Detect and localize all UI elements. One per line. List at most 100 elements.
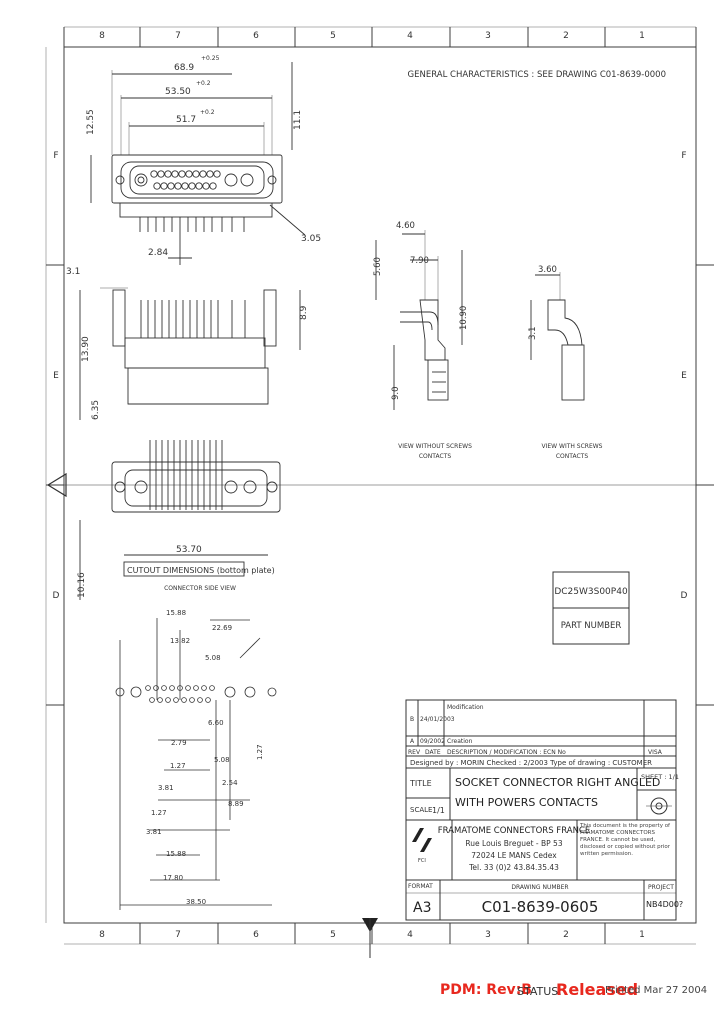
svg-text:8.9: 8.9 (299, 305, 309, 320)
svg-text:15.88: 15.88 (166, 609, 186, 617)
svg-text:Modification: Modification (447, 704, 484, 711)
address-line2: 72024 LE MANS Cedex (471, 851, 557, 860)
dim-width2: 53.70 (176, 545, 202, 555)
dim-height: 13.90 (81, 336, 91, 362)
svg-text:3.81: 3.81 (158, 784, 174, 792)
part-number-box (552, 571, 630, 645)
dim-side-c: 3.60 (538, 265, 557, 275)
svg-text:24/01/2003: 24/01/2003 (420, 716, 455, 723)
svg-text:2.54: 2.54 (222, 779, 238, 787)
part-code: DC25W3S00P40 (554, 587, 628, 597)
sheet-label: SHEET : 1/1 (641, 773, 679, 781)
format-value: A3 (413, 900, 431, 916)
svg-text:15.88: 15.88 (166, 850, 186, 858)
part-number-label: PART NUMBER (561, 621, 622, 631)
svg-text:22.69: 22.69 (212, 624, 232, 632)
grid-col-3: 3 (485, 31, 491, 41)
logo-text: FCI (418, 858, 426, 864)
designed-by: Designed by : MORIN Checked : 2/2003 Typ… (410, 759, 652, 767)
scale-value: 1/1 (432, 806, 445, 815)
side-view (79, 287, 301, 420)
dim-flange-height: 12.55 (86, 109, 96, 135)
company-name: FRAMATOME CONNECTORS FRANCE (438, 826, 591, 836)
svg-text:DESCRIPTION / MODIFICATION : E: DESCRIPTION / MODIFICATION : ECN No (447, 749, 566, 756)
svg-text:3.1: 3.1 (528, 326, 538, 340)
svg-text:CONTACTS: CONTACTS (556, 453, 588, 460)
svg-text:B: B (410, 716, 414, 723)
header-note: GENERAL CHARACTERISTICS : SEE DRAWING C0… (408, 70, 666, 80)
svg-text:5.60: 5.60 (373, 257, 383, 276)
title-line1: SOCKET CONNECTOR RIGHT ANGLED (455, 776, 660, 789)
dim-overall-tol: +0.25 (201, 55, 220, 62)
dim-overall-width: 68.9 (174, 63, 194, 73)
dim-hole-pos: 3.05 (301, 234, 321, 244)
svg-text:5.08: 5.08 (214, 756, 230, 764)
grid-row-e: E (53, 371, 59, 381)
grid-row-f: F (53, 151, 58, 161)
pcb-layout (115, 618, 277, 910)
phone: Tel. 33 (0)2 43.84.35.43 (468, 863, 559, 872)
caption-with-screws: VIEW WITH SCREWS (542, 443, 603, 450)
cutout-label: CUTOUT DIMENSIONS (bottom plate) (127, 566, 275, 575)
fci-logo-icon (412, 828, 432, 852)
svg-text:A: A (410, 738, 415, 745)
grid-col-8: 8 (99, 31, 105, 41)
svg-text:1.27: 1.27 (151, 809, 167, 817)
dim-contact-off: 6.35 (91, 400, 101, 420)
front-view (90, 62, 306, 265)
grid-col-1: 1 (639, 31, 645, 41)
dim-side-b: 7.90 (410, 256, 429, 266)
rear-view (79, 440, 281, 600)
svg-text:8.89: 8.89 (228, 800, 244, 808)
svg-text:REV: REV (408, 749, 421, 756)
svg-text:Creation: Creation (447, 738, 473, 745)
profile-views (375, 230, 585, 410)
svg-text:9.0: 9.0 (391, 386, 401, 400)
dim-shell-height: 11.1 (293, 110, 303, 130)
svg-text:7: 7 (175, 930, 181, 940)
address-line1: Rue Louis Breguet - BP 53 (465, 839, 562, 848)
svg-text:3: 3 (485, 930, 491, 940)
title-label: TITLE (409, 779, 432, 788)
format-label: FORMAT (408, 883, 433, 890)
dim-shell-width: 51.7 (176, 115, 196, 125)
svg-text:1.27: 1.27 (170, 762, 186, 770)
svg-text:8: 8 (99, 930, 105, 940)
caption-without-screws: VIEW WITHOUT SCREWS (398, 443, 472, 450)
grid-col-4: 4 (407, 31, 413, 41)
svg-text:D: D (681, 591, 688, 601)
project-value: NB4D00? (646, 900, 683, 909)
drawing-number: C01-8639-0605 (482, 898, 599, 916)
svg-text:6: 6 (253, 930, 259, 940)
status-value: Released (556, 980, 639, 999)
dim-flange-width: 53.50 (165, 87, 191, 97)
dim-side-a: 4.60 (396, 221, 415, 231)
grid-row-d: D (53, 591, 60, 601)
svg-text:4: 4 (407, 930, 413, 940)
svg-text:3.81: 3.81 (146, 828, 162, 836)
svg-text:13.82: 13.82 (170, 637, 190, 645)
svg-text:+0.2: +0.2 (196, 80, 211, 87)
svg-text:DATE: DATE (425, 749, 441, 756)
pdm-revision: PDM: Rev:B (440, 982, 532, 998)
svg-text:5: 5 (330, 930, 336, 940)
title-line2: WITH POWERS CONTACTS (455, 796, 598, 809)
svg-text:E: E (681, 371, 687, 381)
svg-text:38.50: 38.50 (186, 898, 206, 906)
confidential-note: This document is the property of FRAMATO… (580, 823, 671, 857)
project-label: PROJECT (648, 884, 674, 891)
svg-text:+0.2: +0.2 (200, 109, 215, 116)
center-arrow-left-icon (46, 472, 67, 498)
svg-text:17.80: 17.80 (163, 874, 183, 882)
title-block (405, 699, 677, 921)
grid-col-5: 5 (330, 31, 336, 41)
dim-height2: 10.16 (77, 572, 87, 598)
grid-col-7: 7 (175, 31, 181, 41)
printed-date: Printed Mar 27 2004 (605, 985, 708, 996)
status-label: STATUS: (517, 985, 562, 998)
scale-label: SCALE (410, 806, 432, 814)
svg-text:2.79: 2.79 (171, 739, 187, 747)
svg-text:VISA: VISA (648, 749, 663, 756)
svg-text:09/2002: 09/2002 (420, 738, 445, 745)
